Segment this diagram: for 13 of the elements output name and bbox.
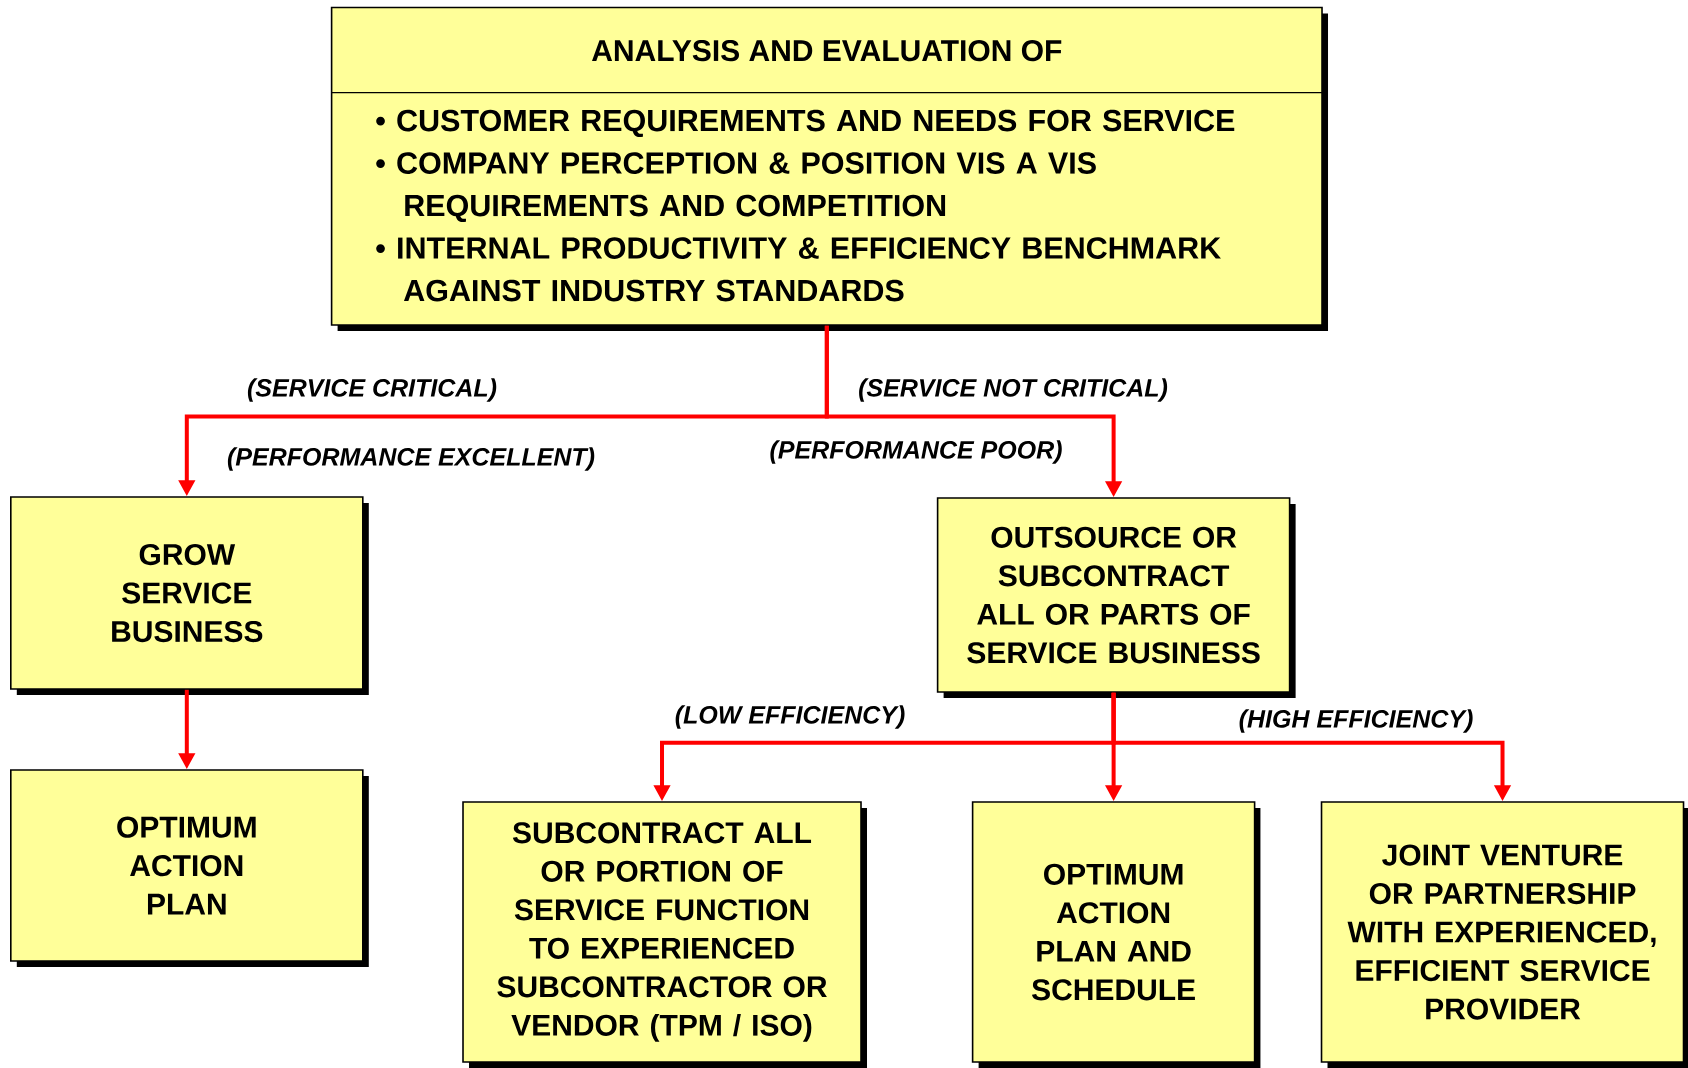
edge-label: (LOW EFFICIENCY) (672, 703, 908, 731)
edge-label: (SERVICE CRITICAL) (245, 376, 499, 404)
condition-label: (PERFORMANCE POOR) (770, 440, 1062, 464)
process-box: JOINT VENTURE OR PARTNERSHIP WITH EXPERIENCED, EFFICIENT SERVICE PROVIDER (1320, 801, 1688, 1068)
process-box: OPTIMUM ACTION PLAN (10, 769, 369, 967)
edge-label: (HIGH EFFICIENCY) (1236, 707, 1476, 735)
condition-label: (PERFORMANCE EXCELLENT) (227, 447, 595, 471)
process-box: OUTSOURCE OR SUBCONTRACT ALL OR PARTS OF SERVICE BUSINESS (936, 497, 1296, 698)
process-box: GROW SERVICE BUSINESS (10, 496, 369, 695)
process-box: OPTIMUM ACTION PLAN AND SCHEDULE (971, 801, 1261, 1068)
edge-label: (SERVICE NOT CRITICAL) (856, 376, 1170, 404)
analysis-box: ANALYSIS AND EVALUATION OF • CUSTOMER REQUIREMENTS AND NEEDS FOR SERVICE • COMPANY PERCEPTION & POSITION VIS A VIS REQUIREMENTS AND COMPETITION • INTERNAL PRODUCTIVITY & EFFICIENCY BENCHMARK AGAINST INDUSTRY STANDARDS (330, 6, 1328, 332)
process-box: SUBCONTRACT ALL OR PORTION OF SERVICE FUNCTION TO EXPERIENCED SUBCONTRACTOR OR VENDOR (TPM / ISO) (462, 801, 867, 1068)
